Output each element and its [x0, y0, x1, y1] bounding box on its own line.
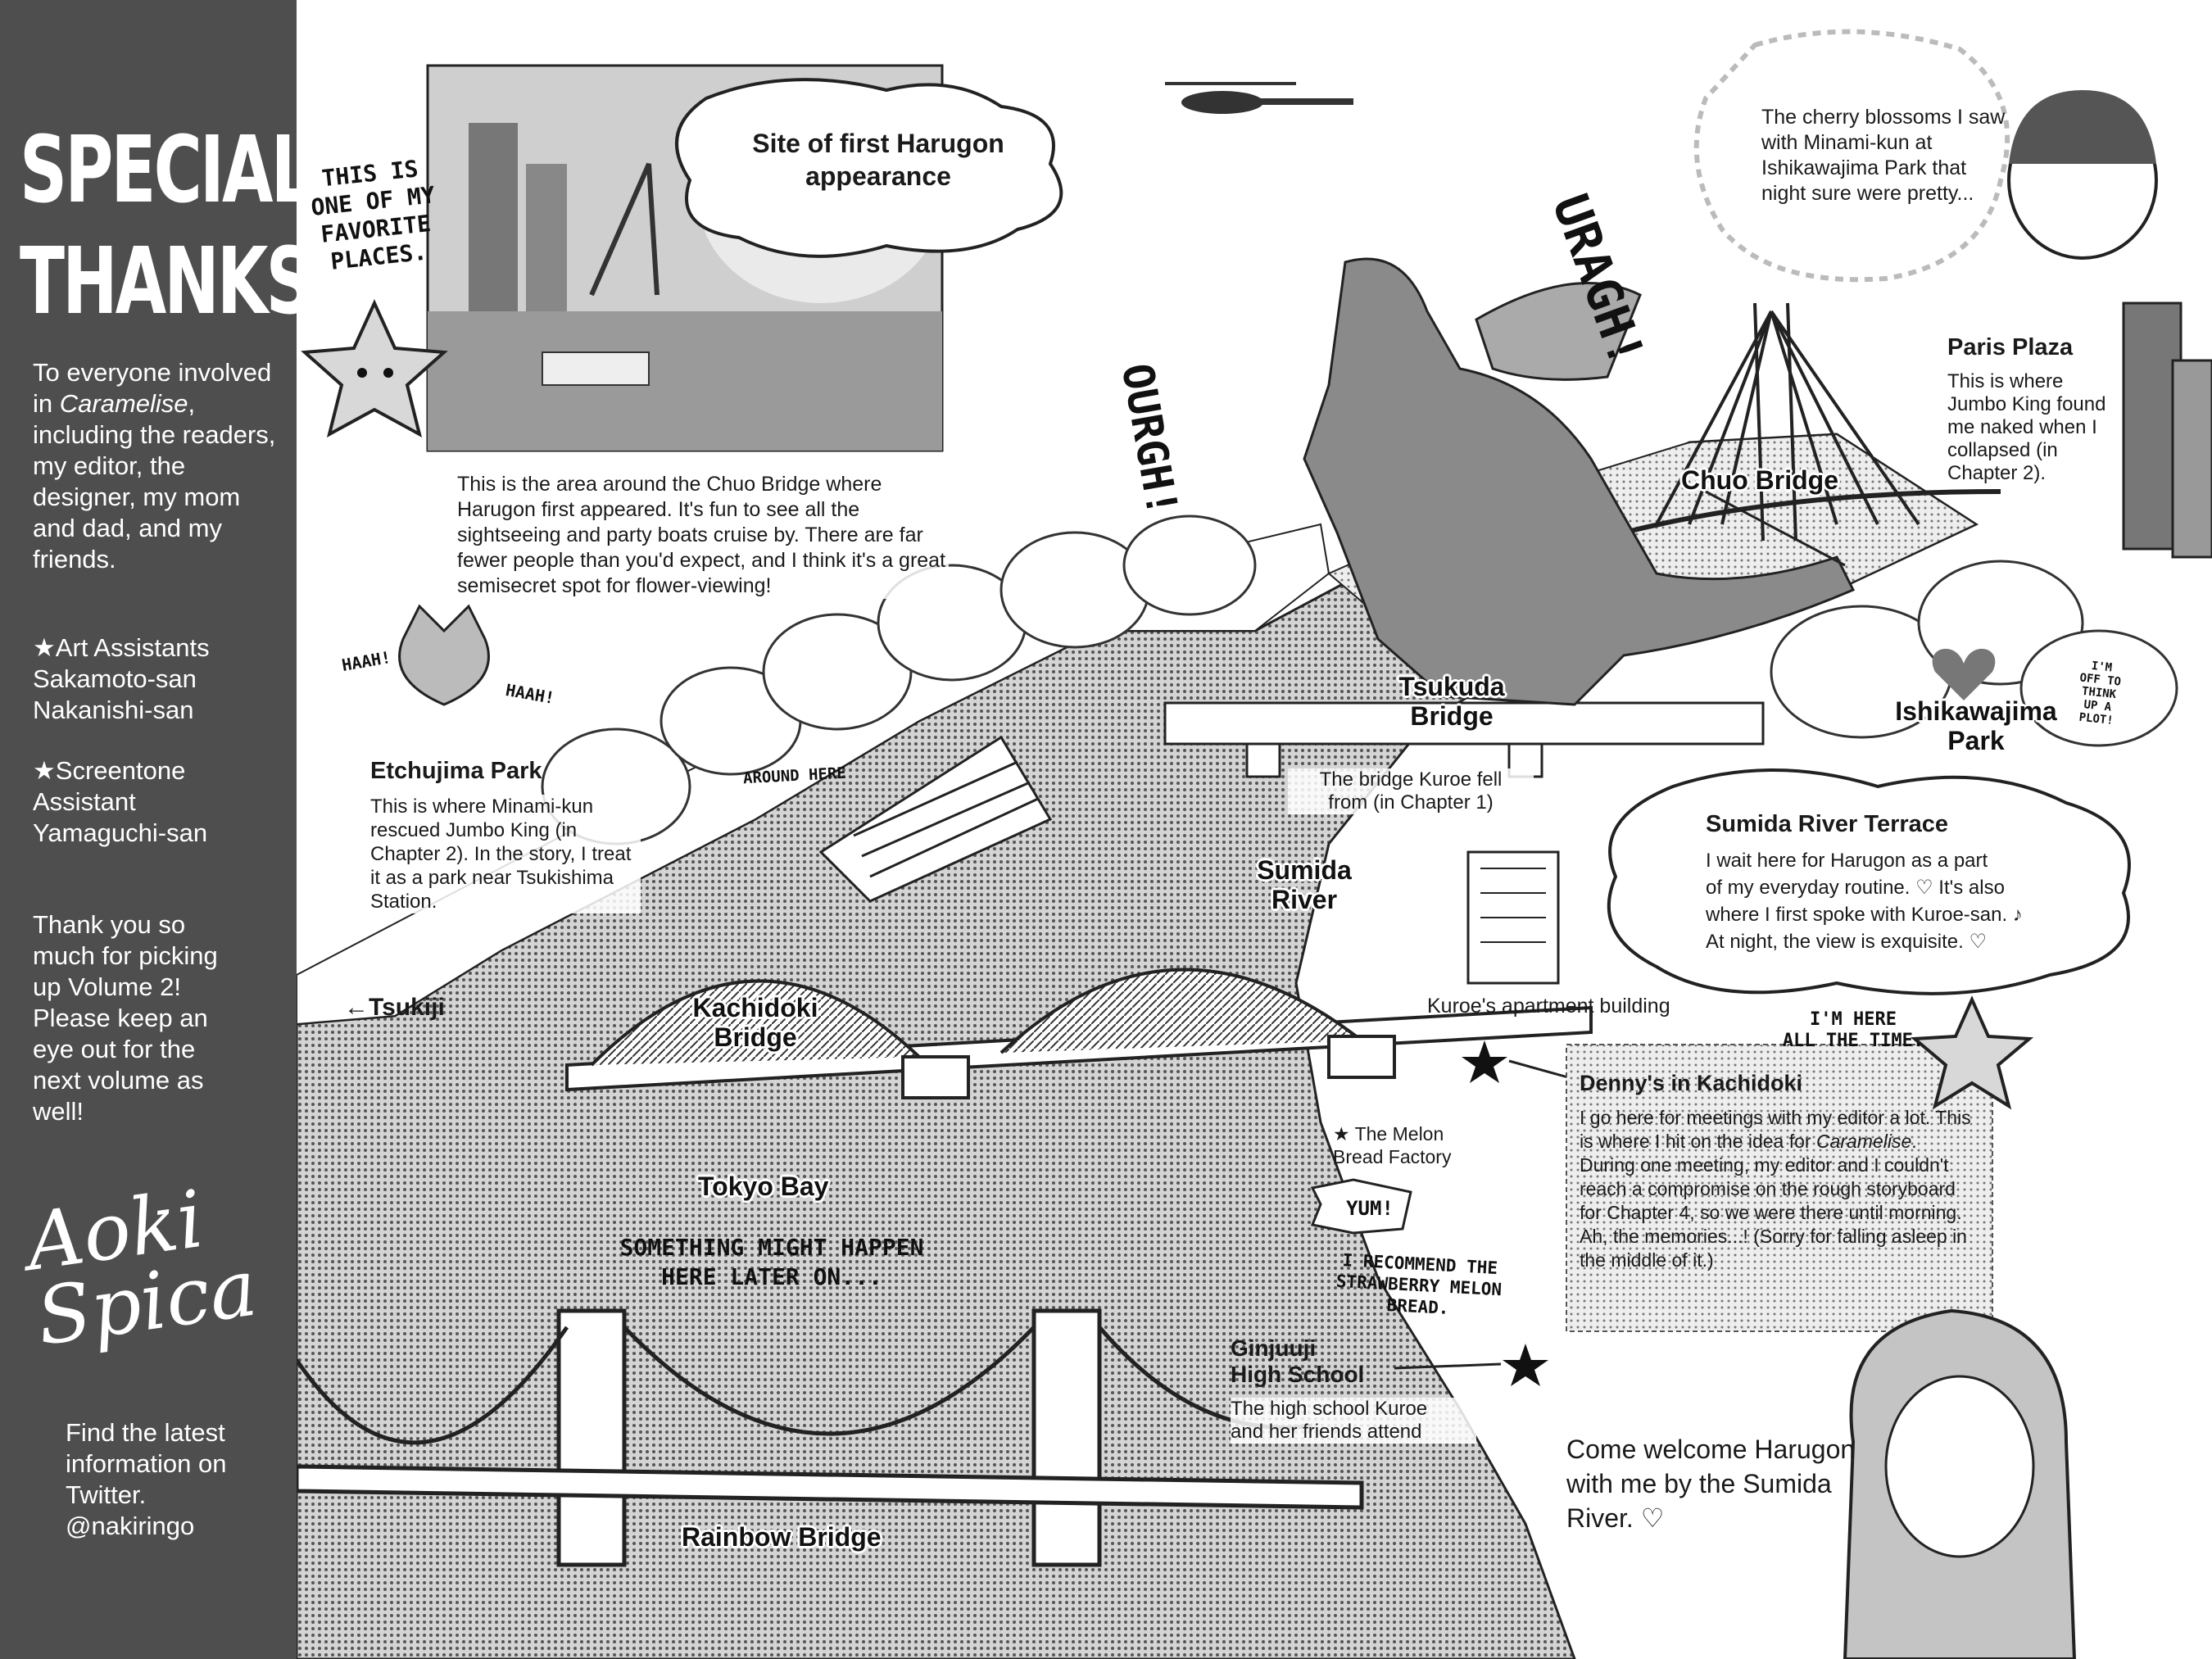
chuo-bridge-label: Chuo Bridge: [1681, 465, 1838, 495]
dragon-icon: [1303, 257, 1856, 706]
tsukuda-bridge-drawing: [1163, 701, 1765, 778]
star-mascot-icon: [301, 299, 448, 437]
closing-message: Thank you so much for picking up Volume …: [33, 910, 218, 1126]
dennys-panel: [1566, 1044, 1993, 1332]
star-icon: [1462, 1040, 1548, 1386]
heading-line-2: THANKS: [20, 229, 314, 335]
apartment-label: Kuroe's apartment building: [1427, 995, 1670, 1018]
helicopter-icon: [1165, 82, 1353, 114]
chuo-bridge-drawing: [1623, 302, 2001, 542]
special-thanks-heading: SPECIAL THANKS: [20, 115, 314, 338]
author-signature: Aoki Spica: [20, 1172, 262, 1363]
yum-text: YUM!: [1346, 1197, 1394, 1220]
rainbow-bridge-label: Rainbow Bridge: [682, 1522, 882, 1552]
paris-plaza-pointer: [1705, 490, 1846, 567]
star-mascot-icon-2: [1910, 995, 2034, 1110]
heart-ring: [1693, 29, 2010, 283]
etchujima-park-title: Etchujima Park: [370, 758, 542, 784]
rainbow-bridge-drawing: [297, 1308, 1364, 1567]
yum-bubble: [1310, 1178, 1412, 1235]
twitter-handle[interactable]: @nakiringo: [66, 1512, 195, 1540]
work-title: Caramelise: [59, 389, 188, 418]
kachidoki-bridge-drawing: [565, 968, 1593, 1099]
sumida-terrace-title: Sumida River Terrace: [1706, 811, 1949, 837]
map-illustration: [297, 29, 2212, 1659]
dog-icon: [398, 604, 490, 706]
art-assistants: ★Art Assistants Sakamoto-san Nakanishi-s…: [33, 633, 210, 724]
dennys-title: Denny's in Kachidoki: [1580, 1071, 1802, 1095]
character-girl: [1843, 1308, 2077, 1659]
etchujima-park-text: This is where Minami-kun rescued Jumbo K…: [370, 795, 641, 913]
tower-building-icon: [2122, 301, 2212, 559]
walkway-drawing: [818, 735, 1053, 903]
paris-plaza-text: This is where Jumbo King found me naked …: [1947, 370, 2111, 485]
photo-caption: This is the area around the Chuo Bridge …: [457, 472, 949, 599]
welcome-message: Come welcome Harugon with me by the Sumi…: [1566, 1435, 1856, 1533]
tokyo-bay-label: Tokyo Bay: [698, 1172, 829, 1201]
thanks-message: To everyone involved in Caramelise, incl…: [33, 358, 276, 573]
screentone-assistant: ★Screentone Assistant Yamaguchi-san: [33, 756, 208, 847]
sumida-terrace-bubble: [1607, 768, 2131, 995]
building-icon: [1466, 850, 1560, 985]
tsukiji-label: ←Tsukiji: [344, 994, 445, 1021]
heart-icon: [1932, 648, 1996, 700]
cherry-blossom-note: The cherry blossoms I saw with Minami-ku…: [1761, 106, 2006, 205]
cherry-trees: [541, 514, 2178, 845]
paris-plaza-title: Paris Plaza: [1947, 334, 2074, 360]
twitter-info: Find the latest information on Twitter. …: [66, 1417, 270, 1542]
ginjuuji-pointer: [1394, 1362, 1502, 1370]
character-portrait: [2007, 90, 2158, 260]
dennys-text: I go here for meetings with my editor a …: [1580, 1107, 1971, 1271]
heading-line-1: SPECIAL: [20, 117, 313, 224]
harugon-speech-bubble: [675, 78, 1063, 258]
work-title-dennys: Caramelise: [1815, 1131, 1912, 1152]
sidebar: SPECIAL THANKS To everyone involved in C…: [0, 0, 314, 1659]
around-here-note: AROUND HERE: [742, 764, 847, 788]
